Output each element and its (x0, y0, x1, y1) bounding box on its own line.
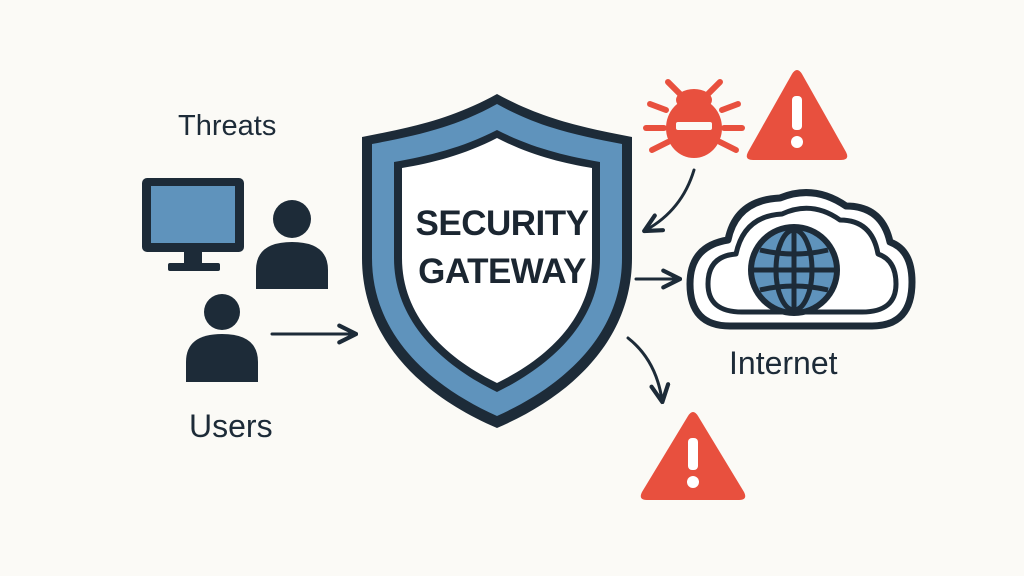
shield-icon (362, 94, 632, 428)
arrow-threats-to-gateway (642, 168, 696, 234)
internet-label: Internet (729, 345, 838, 381)
threats-label: Threats (178, 110, 277, 142)
gateway-title-line2: GATEWAY (418, 252, 586, 291)
users-label: Users (189, 408, 273, 444)
globe-icon (748, 224, 840, 316)
warning-icon (746, 70, 848, 160)
user-icon (256, 200, 328, 289)
warning-icon (640, 412, 746, 500)
monitor-icon (142, 178, 244, 271)
gateway-title-line1: SECURITY (415, 204, 589, 243)
gateway-title: SECURITY GATEWAY (382, 200, 622, 296)
bug-body (666, 89, 722, 158)
user-icon (186, 294, 258, 382)
arrow-gateway-to-warning (626, 336, 671, 405)
